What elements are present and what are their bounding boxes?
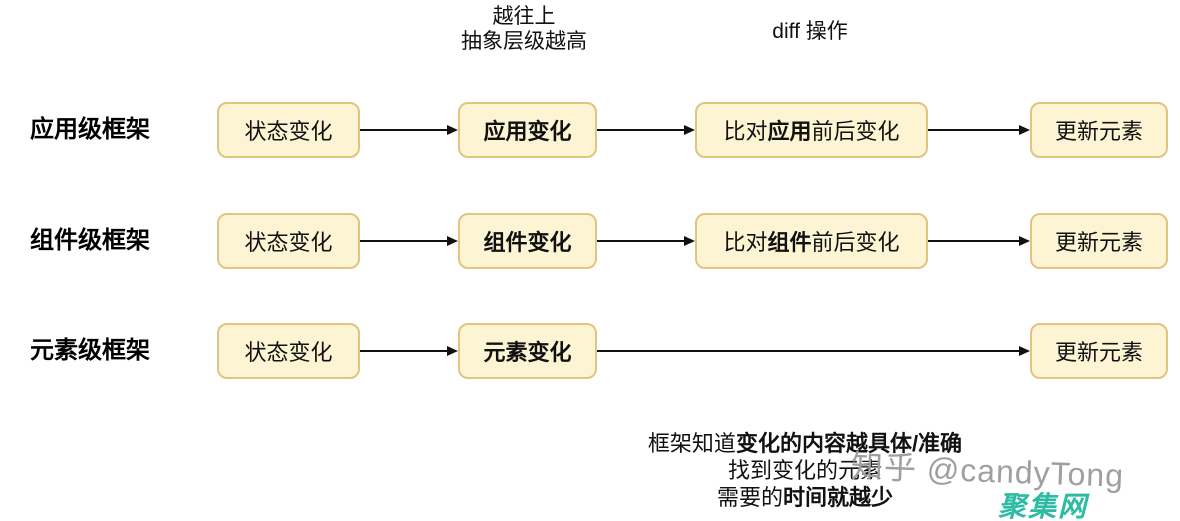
- box-component-state-change: 状态变化: [217, 213, 360, 269]
- box-app-diff: 比对应用前后变化: [695, 102, 928, 158]
- annotation-diff-operation: diff 操作: [772, 20, 848, 43]
- bottom-line2: 找到变化的元素: [727, 458, 882, 483]
- row-label-app-framework: 应用级框架: [30, 116, 150, 143]
- bottom-line1-bold: 变化的内容越具体/准确: [735, 431, 963, 456]
- arrow-app-state-to-change: [360, 125, 458, 135]
- box-component-update-element: 更新元素: [1030, 213, 1168, 269]
- annotation-abstraction-level: 越往上 抽象层级越高: [404, 4, 644, 54]
- box-component-diff: 比对组件前后变化: [695, 213, 928, 269]
- box-app-state-change: 状态变化: [217, 102, 360, 158]
- arrow-component-diff-to-update: [928, 236, 1030, 246]
- box-app-change: 应用变化: [458, 102, 597, 158]
- arrow-app-change-to-diff: [597, 125, 695, 135]
- box-app-diff-post: 前后变化: [811, 119, 900, 144]
- box-app-update-element: 更新元素: [1030, 102, 1168, 158]
- bottom-line1-pre: 框架知道: [647, 431, 736, 456]
- annotation-abstraction-line1: 越往上: [492, 5, 556, 28]
- arrow-component-change-to-diff: [597, 236, 695, 246]
- bottom-line3: 需要的时间就越少: [575, 484, 1035, 511]
- box-component-diff-pre: 比对: [723, 230, 768, 255]
- box-component-change: 组件变化: [458, 213, 597, 269]
- box-app-diff-pre: 比对: [723, 119, 768, 144]
- box-element-change: 元素变化: [458, 323, 597, 379]
- bottom-line3-pre: 需要的: [716, 485, 783, 510]
- bottom-line3-bold: 时间就越少: [783, 485, 894, 510]
- arrow-element-state-to-change: [360, 346, 458, 356]
- bottom-line1: 框架知道变化的内容越具体/准确: [575, 430, 1035, 457]
- row-label-element-framework: 元素级框架: [30, 337, 150, 364]
- box-app-diff-bold: 应用: [767, 119, 812, 144]
- box-element-update-element: 更新元素: [1030, 323, 1168, 379]
- row-label-component-framework: 组件级框架: [30, 227, 150, 254]
- annotation-abstraction-line2: 抽象层级越高: [461, 30, 587, 53]
- arrow-app-diff-to-update: [928, 125, 1030, 135]
- watermark-juji-site: 聚集网: [998, 491, 1089, 521]
- box-component-diff-bold: 组件: [767, 230, 812, 255]
- arrow-element-change-to-update: [597, 346, 1030, 356]
- box-component-diff-post: 前后变化: [811, 230, 900, 255]
- annotation-bottom-summary: 框架知道变化的内容越具体/准确 找到变化的元素 需要的时间就越少: [575, 430, 1035, 511]
- arrow-component-state-to-change: [360, 236, 458, 246]
- box-element-state-change: 状态变化: [217, 323, 360, 379]
